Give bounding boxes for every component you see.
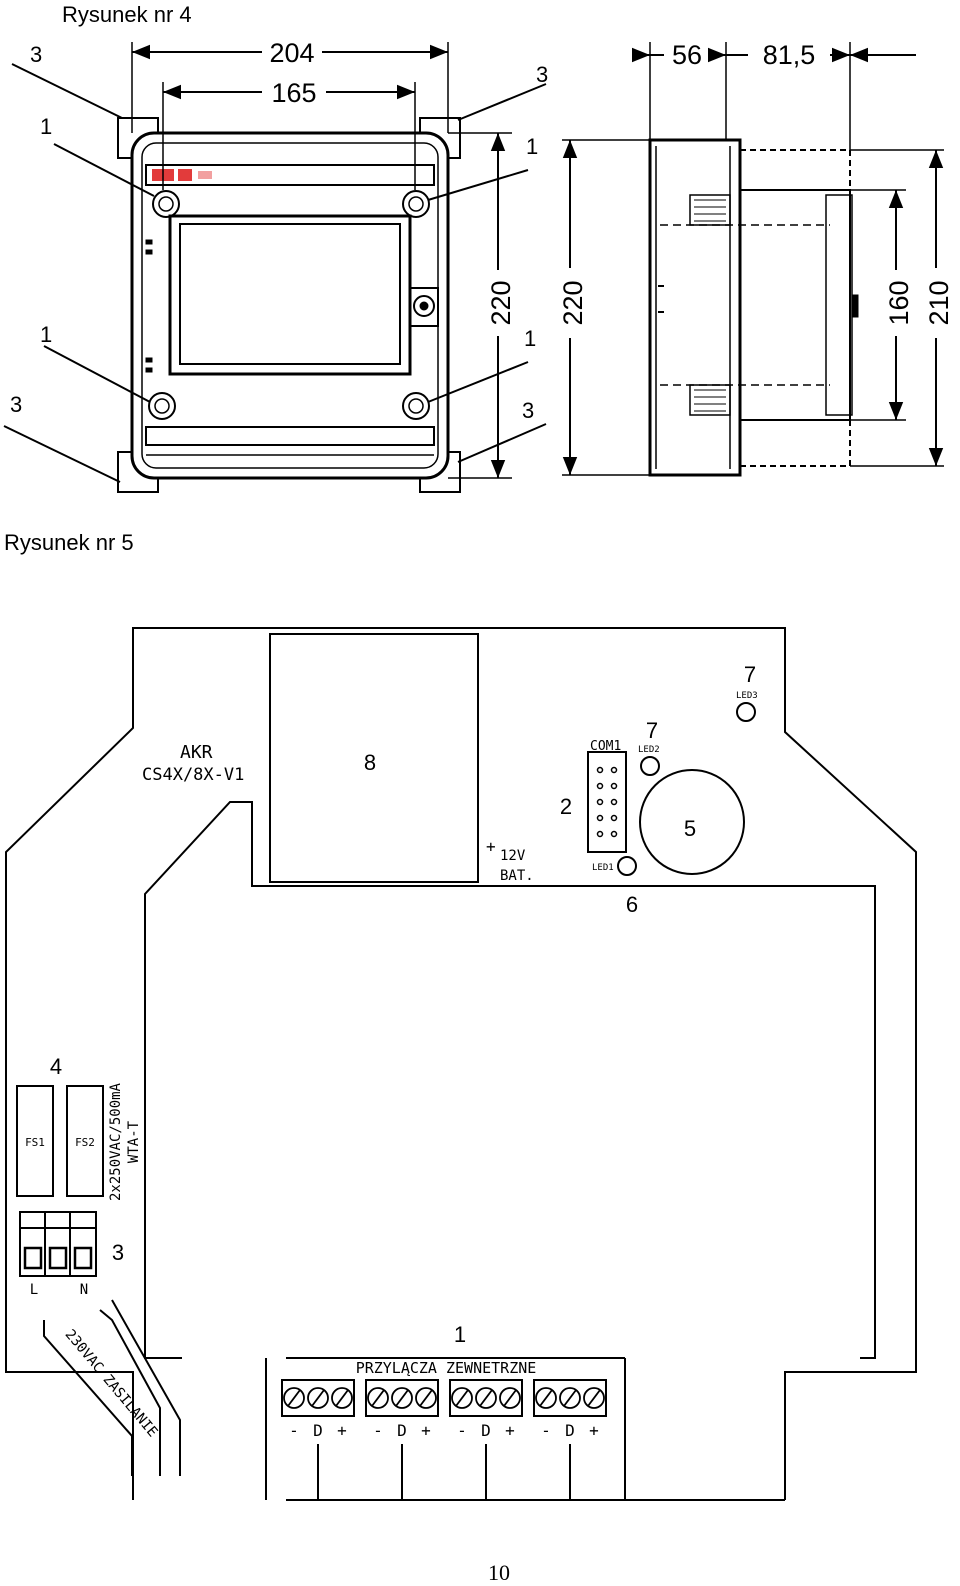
terminal-block-3	[449, 1379, 523, 1417]
dim-height-inner: 160	[884, 280, 914, 325]
callout-1-mr: 1	[524, 326, 536, 351]
terminal-2-minus: -	[373, 1421, 383, 1440]
figure4-front-view	[3, 42, 547, 493]
label-7-led2: 7	[646, 718, 658, 743]
battery-label: BAT.	[500, 868, 534, 884]
dim-depth-front: 56	[672, 40, 702, 70]
dim-depth-rear: 81,5	[763, 40, 816, 70]
led2-label: LED2	[638, 745, 660, 755]
terminal-4-plus: +	[589, 1421, 599, 1440]
transformer-outline	[269, 633, 479, 883]
battery-voltage: 12V	[500, 848, 526, 864]
side-front-housing	[648, 138, 742, 477]
label-4-fuses: 4	[50, 1054, 62, 1079]
led1-circle	[617, 856, 637, 876]
board-name-line1: AKR	[180, 742, 213, 763]
fuse-fs2	[66, 1085, 104, 1197]
fuse1-label: FS1	[25, 1136, 45, 1149]
com-connector	[587, 751, 627, 853]
board-inner-frame	[144, 801, 876, 1359]
fuse-fs1	[16, 1085, 54, 1197]
side-knob	[413, 295, 435, 317]
screw-tr	[402, 190, 430, 218]
side-clip-top	[689, 194, 731, 226]
figure4-side-view	[562, 42, 944, 477]
terminal-1-minus: -	[289, 1421, 299, 1440]
label-5-buzzer: 5	[684, 816, 696, 841]
dim-width-inner: 165	[271, 78, 316, 108]
screw-tl	[152, 190, 180, 218]
figure4-side-dimension-labels: 56 81,5 220 160 210	[558, 40, 954, 326]
figure5-pcb	[5, 627, 917, 1501]
fuse2-label: FS2	[75, 1136, 95, 1149]
led3-circle	[736, 702, 756, 722]
screw-br	[402, 392, 430, 420]
led3-label: LED3	[736, 691, 758, 701]
dim-height-front: 220	[486, 280, 516, 325]
com-label: COM1	[590, 739, 621, 754]
battery-plus: +	[486, 837, 496, 856]
callout-3-tl: 3	[30, 42, 42, 67]
side-clip-bottom	[689, 384, 731, 416]
terminal-3-minus: -	[457, 1421, 467, 1440]
terminal-2-plus: +	[421, 1421, 431, 1440]
terminal-2-d: D	[397, 1421, 407, 1440]
label-1-terminals: 1	[454, 1322, 466, 1347]
bottom-strip	[145, 426, 435, 446]
figure5-caption: Rysunek nr 5	[4, 530, 134, 555]
label-6-led1: 6	[626, 892, 638, 917]
mains-terminal	[19, 1211, 97, 1277]
label-2-com: 2	[560, 794, 572, 819]
mains-L-label: L	[30, 1282, 38, 1298]
page-number: 10	[488, 1560, 510, 1585]
led2-circle	[640, 756, 660, 776]
label-3-mains: 3	[112, 1240, 124, 1265]
dim-height-side: 220	[558, 280, 588, 325]
side-knob-frame	[409, 287, 439, 327]
buzzer-circle	[639, 769, 745, 875]
callout-3-bl: 3	[10, 392, 22, 417]
terminal-block-1	[281, 1379, 355, 1417]
terminal-1-plus: +	[337, 1421, 347, 1440]
callout-1-tl: 1	[40, 114, 52, 139]
label-7-led3: 7	[744, 662, 756, 687]
figure4-front-dimension-labels: 204 165 220 3 1 1 3 3 1 1 3	[10, 38, 548, 423]
terminal-1-d: D	[313, 1421, 323, 1440]
connector-title: PRZYLĄCZA ZEWNETRZNE	[356, 1359, 537, 1377]
terminal-blocks	[281, 1379, 607, 1500]
led1-label: LED1	[592, 863, 614, 873]
side-rear-mount	[739, 189, 851, 421]
com-pins	[596, 766, 618, 838]
battery-minus: _	[484, 867, 494, 886]
terminal-3-plus: +	[505, 1421, 515, 1440]
board-outline	[5, 627, 917, 1500]
terminal-4-d: D	[565, 1421, 575, 1440]
terminal-block-2	[365, 1379, 439, 1417]
terminal-block-4	[533, 1379, 607, 1417]
led-indicator-3	[198, 171, 212, 179]
callout-3-tr: 3	[536, 62, 548, 87]
screw-bl	[148, 392, 176, 420]
label-8-transformer: 8	[364, 750, 376, 775]
fuse-spec-line2: WTA-T	[126, 1120, 142, 1163]
display-window-inner	[179, 223, 401, 365]
figure4-caption: Rysunek nr 4	[62, 2, 192, 27]
housing-outline	[130, 131, 450, 480]
led-indicator-2	[178, 169, 192, 181]
callout-1-ml: 1	[40, 322, 52, 347]
figure5-labels: AKR CS4X/8X-V1 8 2 5 6 7 7 4 3 1 COM1 LE…	[25, 662, 758, 1440]
terminal-4-minus: -	[541, 1421, 551, 1440]
top-strip	[145, 164, 435, 186]
dim-height-rear: 210	[924, 280, 954, 325]
board-name-line2: CS4X/8X-V1	[142, 765, 244, 785]
side-rear-body	[739, 149, 851, 467]
mains-N-label: N	[80, 1282, 88, 1298]
callout-1-tr: 1	[526, 134, 538, 159]
terminal-3-d: D	[481, 1421, 491, 1440]
callout-3-br: 3	[522, 398, 534, 423]
fuse-spec-line1: 2x250VAC/500mA	[108, 1082, 124, 1201]
dim-width-outer: 204	[269, 38, 314, 68]
